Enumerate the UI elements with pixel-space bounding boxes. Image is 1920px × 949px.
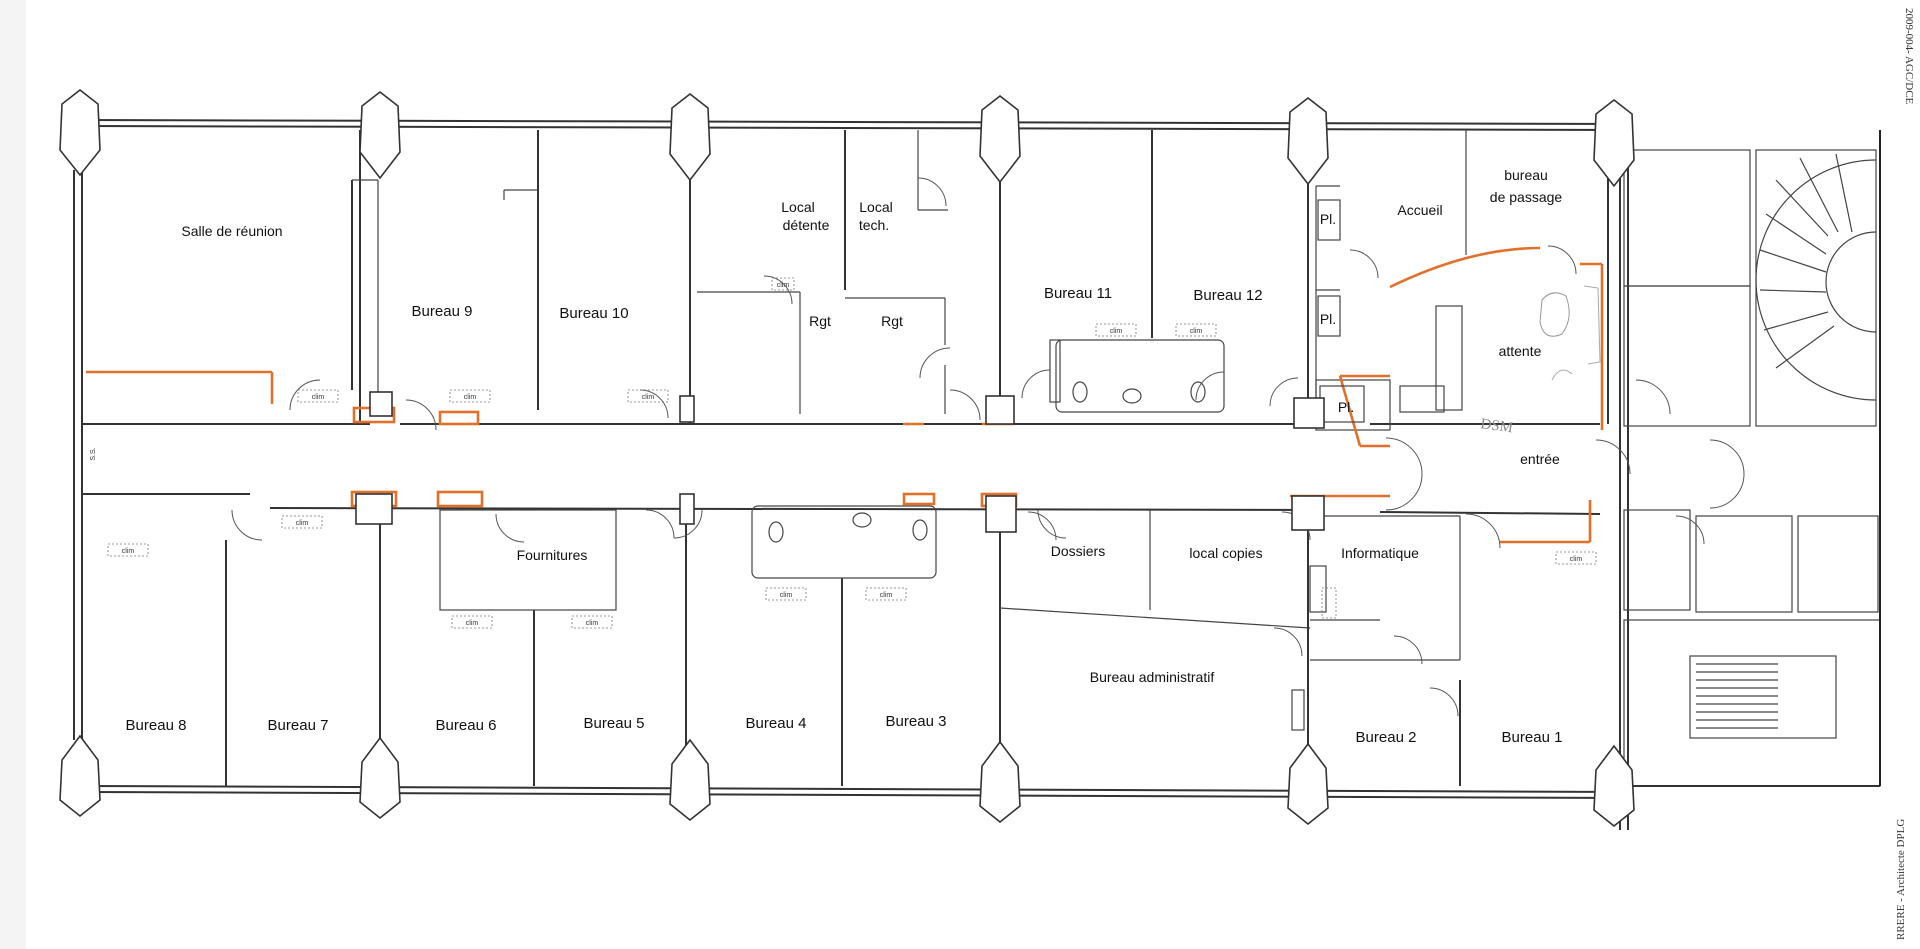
bottom-partitions [225,505,1461,786]
label-entree: entrée [1520,451,1560,467]
clim-label: clim [122,548,135,555]
clim-labels: clim clim clim clim clim clim clim clim … [122,282,1583,627]
column [669,738,711,822]
clim-label: clim [880,592,893,599]
label-pl-3: Pl. [1338,399,1354,415]
corridor-post [369,391,393,417]
label-bureau-12: Bureau 12 [1193,287,1262,304]
label-ss: S.S. [90,447,97,460]
clim-units [107,277,1597,629]
corridor-walls [82,423,1601,515]
label-bureau-7: Bureau 7 [268,717,329,734]
fixtures [768,199,1463,731]
column [979,740,1021,824]
label-bureau-2: Bureau 2 [1356,729,1417,746]
label-bureau-passage-2: de passage [1490,189,1563,205]
clim-label: clim [466,620,479,627]
outer-walls [73,118,1631,830]
stairs-area [1620,140,1881,787]
label-bureau-10: Bureau 10 [559,305,628,322]
corridor-post [985,495,1017,533]
column [979,94,1021,184]
label-bureau-passage-1: bureau [1504,167,1548,183]
label-pl-1: Pl. [1320,211,1336,227]
clim-label: clim [642,394,655,401]
column [1287,96,1329,186]
column [669,92,711,182]
label-dossiers: Dossiers [1051,543,1105,559]
label-attente: attente [1499,343,1542,359]
corridor-post [1293,397,1325,429]
clim-label: clim [1110,328,1123,335]
drawing-code: 2009-004- AGC/DCE [1903,8,1915,105]
label-bureau-9: Bureau 9 [412,303,473,320]
label-pl-2: Pl. [1320,311,1336,327]
clim-label: clim [777,282,790,289]
clim-label: clim [464,394,477,401]
label-informatique: Informatique [1341,545,1419,561]
architect-credit: RRERE - Architecte DPLG [1895,819,1907,940]
corridor-post [679,493,695,525]
label-salle-reunion: Salle de réunion [181,223,282,239]
label-bureau-5: Bureau 5 [584,715,645,732]
door-swings [231,177,1745,717]
column [1593,98,1635,188]
top-partitions [351,130,1609,431]
label-bureau-1: Bureau 1 [1502,729,1563,746]
handwritten-sketch: DSM [1479,285,1601,436]
left-margin [0,0,26,949]
column [359,736,401,820]
handwritten-dsm: DSM [1479,416,1513,436]
label-bureau-8: Bureau 8 [126,717,187,734]
label-accueil: Accueil [1397,202,1442,218]
column [359,90,401,180]
label-rgt-2: Rgt [881,313,903,329]
room-labels: Salle de réunion Bureau 9 Bureau 10 Loca… [90,167,1562,746]
corridor-post [985,395,1015,425]
label-bureau-administratif: Bureau administratif [1090,669,1215,685]
label-local-tech-2: tech. [859,217,889,233]
column [1593,744,1635,828]
clim-label: clim [296,520,309,527]
label-local-copies: local copies [1189,545,1262,561]
label-local-detente-1: Local [781,199,814,215]
clim-label: clim [1570,556,1583,563]
label-local-detente-2: détente [783,217,830,233]
clim-label: clim [780,592,793,599]
label-local-tech-1: Local [859,199,892,215]
label-bureau-3: Bureau 3 [886,713,947,730]
corridor-post [355,493,393,525]
label-bureau-11: Bureau 11 [1044,285,1112,302]
clim-label: clim [1190,328,1203,335]
clim-label: clim [312,394,325,401]
column [1287,742,1329,826]
corridor-post [679,395,695,423]
column [59,734,101,818]
label-bureau-6: Bureau 6 [436,717,497,734]
column [59,88,101,177]
corridor-post [1291,495,1325,531]
label-rgt-1: Rgt [809,313,831,329]
columns [59,88,1635,828]
label-fournitures: Fournitures [517,547,588,563]
clim-label: clim [586,620,599,627]
label-bureau-4: Bureau 4 [746,715,807,732]
